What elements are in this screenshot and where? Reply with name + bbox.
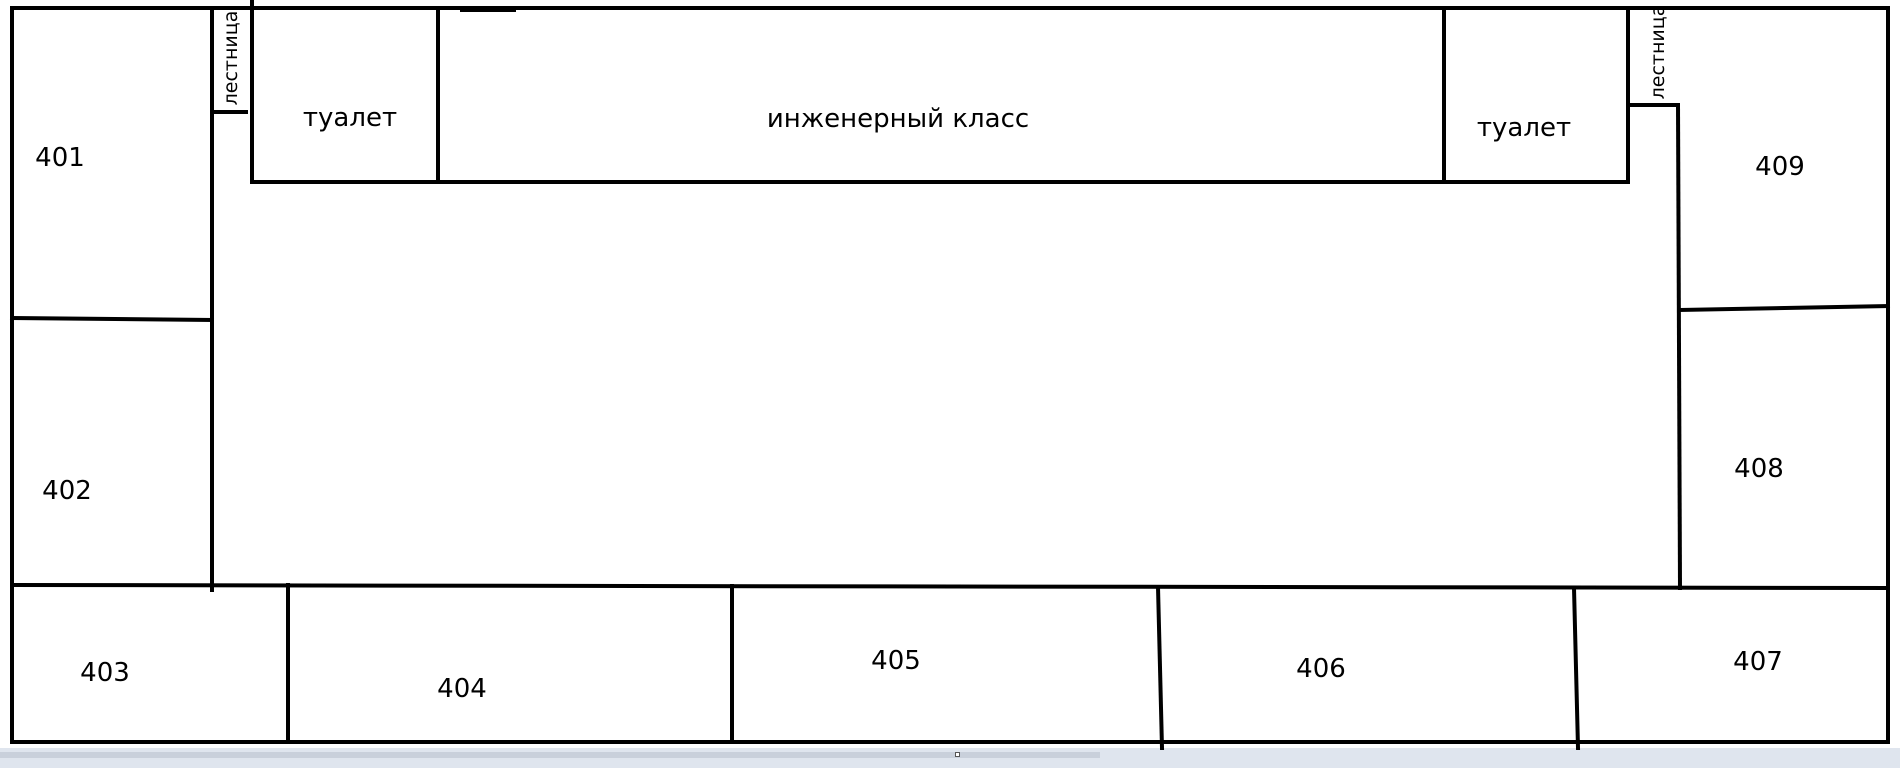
wall-bottom-row-top — [9, 582, 1891, 591]
room-406-label: 406 — [1296, 654, 1346, 684]
room-404-label: 404 — [437, 674, 487, 704]
drawing-sheet — [0, 0, 1900, 752]
room-408-label: 408 — [1734, 454, 1784, 484]
wall-409-left — [1675, 102, 1683, 591]
room-405-label: 405 — [871, 646, 921, 676]
stairs-left-label: лестница — [220, 10, 242, 106]
wall-409-408 — [1677, 303, 1891, 313]
room-401-label: 401 — [35, 143, 85, 173]
room-409-label: 409 — [1755, 152, 1805, 182]
resize-handle[interactable] — [955, 752, 960, 757]
wall-401-402 — [9, 315, 215, 323]
horizontal-scrollbar[interactable] — [0, 752, 1100, 758]
room-407-label: 407 — [1733, 647, 1783, 677]
wall-405-406 — [1155, 584, 1165, 751]
stairs-right-label: лестница — [1647, 4, 1669, 100]
room-403-label: 403 — [80, 658, 130, 688]
engineering-class-label: инженерный класс — [766, 104, 1030, 134]
toilet-right-label: туалет — [1476, 113, 1572, 143]
room-402-label: 402 — [42, 476, 92, 506]
toilet-left-label: туалет — [302, 103, 398, 133]
wall-406-407 — [1571, 585, 1581, 751]
